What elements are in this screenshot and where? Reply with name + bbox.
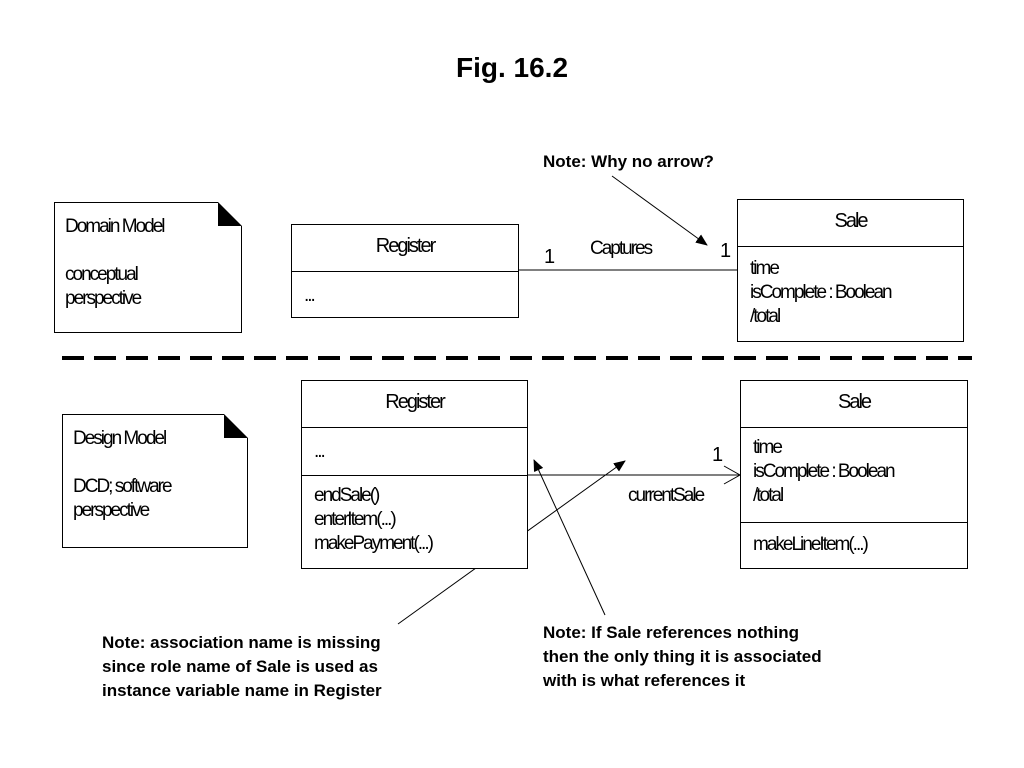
sale-references-line-1: Note: If Sale references nothing	[543, 623, 799, 642]
sale-references-line-3: with is what references it	[543, 671, 746, 690]
design-model-note: Design Model DCD; software perspective	[62, 414, 248, 548]
design-note-line-1: Design Model	[73, 428, 167, 449]
note-fold-corner	[224, 414, 248, 438]
domain-sale-attr-time: time	[750, 258, 780, 279]
why-no-arrow-text: Note: Why no arrow?	[543, 152, 714, 171]
design-register-method-enteritem: enterItem(...)	[314, 509, 397, 530]
association-name-annotation: Note: association name is missing since …	[102, 631, 382, 703]
design-note-line-3: DCD; software	[73, 476, 173, 497]
sale-references-pointer	[533, 459, 606, 616]
design-sale-attr-total: /total	[753, 485, 784, 506]
domain-note-line-3: conceptual	[65, 264, 139, 285]
design-sale-multiplicity: 1	[712, 444, 724, 466]
sale-references-line-2: then the only thing it is associated	[543, 647, 822, 666]
note-fold-corner	[218, 202, 242, 226]
design-register-methods: endSale() enterItem(...) makePayment(...…	[302, 475, 527, 568]
design-sale-attr-time: time	[753, 437, 783, 458]
domain-association-name: Captures	[590, 238, 653, 259]
domain-model-note: Domain Model conceptual perspective	[54, 202, 242, 333]
domain-sale-multiplicity: 1	[720, 240, 732, 262]
domain-sale-class: Sale time isComplete : Boolean /total	[737, 199, 964, 342]
domain-note-line-1: Domain Model	[65, 216, 166, 237]
design-register-method-makepayment: makePayment(...)	[314, 533, 434, 554]
domain-register-multiplicity: 1	[544, 246, 556, 268]
association-name-line-2: since role name of Sale is used as	[102, 657, 378, 676]
domain-sale-attributes: time isComplete : Boolean /total	[738, 246, 963, 341]
domain-sale-attr-total: /total	[750, 306, 781, 327]
design-register-attributes: ...	[302, 427, 527, 475]
design-sale-attributes: time isComplete : Boolean /total	[741, 427, 967, 522]
association-name-line-3: instance variable name in Register	[102, 681, 382, 700]
domain-sale-attr-iscomplete: isComplete : Boolean	[750, 282, 893, 303]
domain-note-line-4: perspective	[65, 288, 142, 309]
design-register-attr: ...	[314, 441, 326, 462]
sale-references-annotation: Note: If Sale references nothing then th…	[543, 621, 822, 693]
why-no-arrow-pointer	[611, 175, 708, 246]
design-sale-methods: makeLineItem(...)	[741, 522, 967, 568]
domain-register-attr: ...	[304, 285, 316, 306]
design-register-name: Register	[385, 391, 445, 413]
domain-sale-name: Sale	[834, 210, 868, 232]
why-no-arrow-annotation: Note: Why no arrow?	[543, 150, 714, 174]
design-association-role-name: currentSale	[628, 485, 705, 506]
figure-title: Fig. 16.2	[455, 52, 569, 83]
design-note-line-4: perspective	[73, 500, 150, 521]
domain-register-attributes: ...	[292, 271, 518, 317]
design-sale-attr-iscomplete: isComplete : Boolean	[753, 461, 896, 482]
design-register-class: Register ... endSale() enterItem(...) ma…	[301, 380, 528, 569]
design-sale-class: Sale time isComplete : Boolean /total ma…	[740, 380, 968, 569]
design-register-method-endsale: endSale()	[314, 485, 380, 506]
association-name-line-1: Note: association name is missing	[102, 633, 381, 652]
domain-register-class: Register ...	[291, 224, 519, 318]
design-sale-name: Sale	[837, 391, 872, 413]
design-sale-method-makelineitem: makeLineItem(...)	[753, 534, 869, 555]
domain-register-name: Register	[375, 235, 436, 257]
